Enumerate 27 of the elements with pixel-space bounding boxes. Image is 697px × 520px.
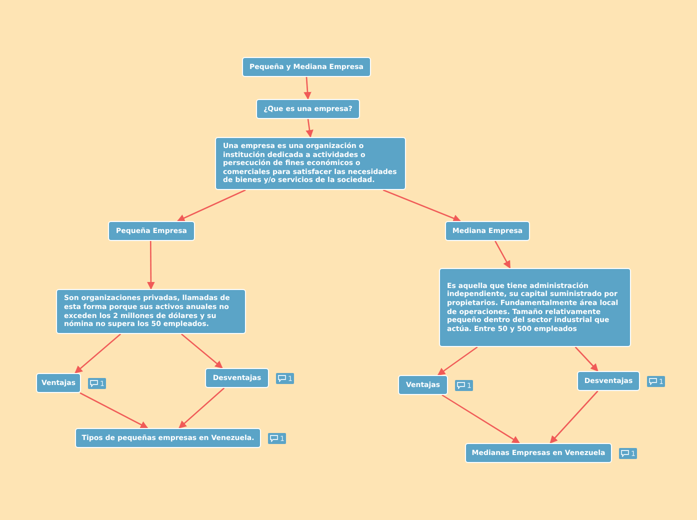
topic-box (108, 221, 195, 241)
arrow (306, 118, 314, 138)
arrow (382, 189, 462, 222)
topic-box (242, 57, 371, 77)
topic-box (577, 371, 640, 391)
arrow (80, 392, 148, 429)
topic-box (398, 375, 448, 395)
arrow (494, 240, 511, 269)
arrow (178, 388, 225, 429)
topic-box (36, 373, 81, 393)
arrow (176, 189, 246, 222)
topic-box (439, 268, 631, 347)
arrow (442, 394, 520, 444)
arrow (147, 241, 155, 290)
topic-box (256, 99, 360, 119)
arrow (437, 346, 478, 376)
topic-box (75, 428, 261, 448)
topic-box (445, 221, 530, 241)
arrow (550, 390, 598, 444)
topic-box (56, 289, 246, 334)
topic-box (215, 137, 406, 190)
arrow (180, 334, 223, 368)
topic-box (205, 368, 269, 388)
arrow (304, 76, 312, 100)
arrow (74, 334, 122, 374)
arrow (574, 346, 598, 372)
topic-box (465, 443, 612, 463)
